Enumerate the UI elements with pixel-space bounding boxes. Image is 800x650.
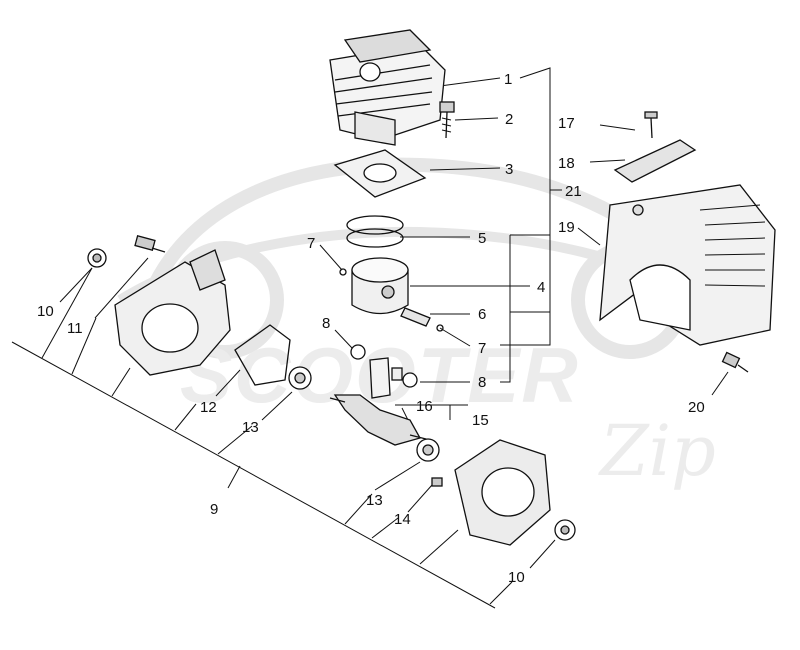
watermark-suffix: Zip: [598, 410, 716, 492]
gasket-icon: [333, 149, 427, 198]
crankcase-icon: [114, 249, 231, 376]
callout-20: 20: [688, 399, 705, 416]
callout-7a: 7: [307, 235, 315, 252]
crankcase-right-icon: [431, 439, 551, 546]
oil-seal-icon: [87, 248, 576, 541]
plate-screw-icon: [613, 111, 697, 183]
callout-labels: 1 2 3 21 5 7 4 6 8 7 8 16 15 17 18 19 20…: [37, 71, 705, 586]
callout-6: 6: [478, 306, 486, 323]
callout-8b: 8: [478, 374, 486, 391]
crankcase-gasket-icon: [234, 324, 291, 386]
needle-bearing-icon: [350, 344, 418, 388]
cylinder-icon: [329, 29, 446, 146]
callout-19: 19: [558, 219, 575, 236]
callout-21: 21: [565, 183, 582, 200]
callout-12: 12: [200, 399, 217, 416]
cover-screw-icon: [721, 351, 749, 373]
callout-3: 3: [505, 161, 513, 178]
callout-5: 5: [478, 230, 486, 247]
callout-18: 18: [558, 155, 575, 172]
callout-17: 17: [558, 115, 575, 132]
callout-16: 16: [416, 398, 433, 415]
callout-13b: 13: [366, 492, 383, 509]
callout-2: 2: [505, 111, 513, 128]
callout-15: 15: [472, 412, 489, 429]
wrist-pin-icon: [339, 268, 444, 332]
bearing-icon: [288, 366, 440, 462]
piston-icon: [351, 257, 409, 315]
bolt-icon: [439, 101, 455, 139]
callout-1: 1: [504, 71, 512, 88]
screw-icon: [134, 235, 166, 253]
callout-10b: 10: [508, 569, 525, 586]
engine-cover-icon: [599, 184, 776, 346]
callout-8a: 8: [322, 315, 330, 332]
crankshaft-icon: [329, 357, 431, 446]
callout-4: 4: [537, 279, 545, 296]
piston-ring-icon: [346, 215, 404, 248]
callout-9: 9: [210, 501, 218, 518]
leader-lines: [11, 67, 729, 609]
callout-10a: 10: [37, 303, 54, 320]
callout-13a: 13: [242, 419, 259, 436]
callout-11: 11: [67, 320, 83, 337]
callout-14: 14: [394, 511, 411, 528]
callout-7b: 7: [478, 340, 486, 357]
